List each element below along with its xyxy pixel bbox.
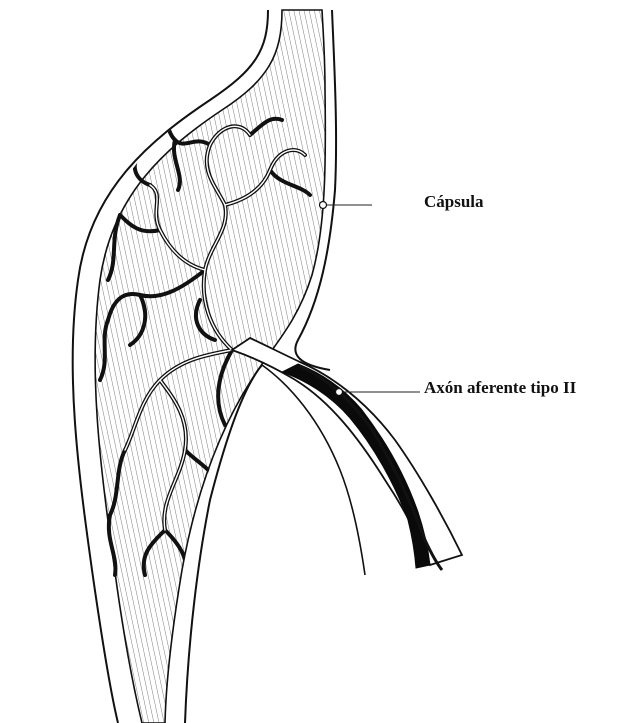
capsule-label: Cápsula xyxy=(424,192,484,212)
axon-marker xyxy=(336,389,343,396)
capsule-marker xyxy=(320,202,327,209)
nerve-sheath xyxy=(232,338,462,565)
afferent-axon-label: Axón aferente tipo II xyxy=(424,378,576,398)
